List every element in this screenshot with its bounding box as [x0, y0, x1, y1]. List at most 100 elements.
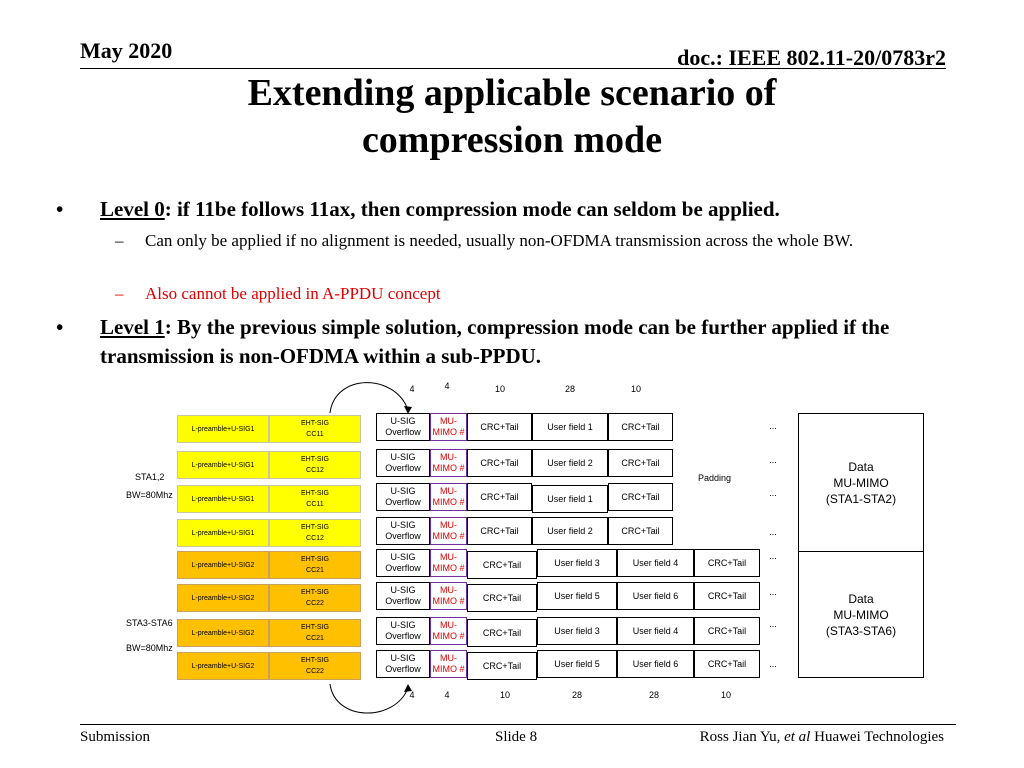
user-field-block: User field 5 — [537, 582, 617, 610]
bottom-num: 28 — [571, 690, 582, 700]
user-field-block: User field 5 — [537, 650, 617, 678]
l-preamble-block: L-preamble+U-SIG2 — [177, 619, 269, 647]
crc-tail-block: CRC+Tail — [694, 549, 760, 577]
user-field-block: User field 3 — [537, 549, 617, 577]
user-field-block: User field 2 — [532, 449, 608, 477]
dash-marker: – — [115, 284, 124, 303]
ellipsis: ... — [769, 619, 777, 629]
title-line-2: compression mode — [361, 119, 663, 161]
top-num: 10 — [494, 384, 505, 394]
crc-tail-block: CRC+Tail — [467, 517, 532, 545]
mu-mimo-block: MU-MIMO # — [430, 650, 467, 678]
footer-author: Ross Jian Yu, et al Huawei Technologies — [699, 729, 944, 745]
bullet-marker: • — [56, 197, 64, 221]
crc-tail-block: CRC+Tail — [467, 619, 537, 647]
top-num: 4 — [409, 384, 415, 394]
usig-overflow-block: U-SIG Overflow — [376, 483, 430, 511]
usig-overflow-block: U-SIG Overflow — [376, 582, 430, 610]
l-preamble-block: L-preamble+U-SIG1 — [177, 415, 269, 443]
bottom-num: 28 — [648, 690, 659, 700]
title-line-1: Extending applicable scenario of — [247, 72, 777, 114]
padding-label: Padding — [698, 473, 732, 483]
mu-mimo-block: MU-MIMO # — [430, 582, 467, 610]
top-num: 28 — [564, 384, 575, 394]
user-field-block: User field 3 — [537, 617, 617, 645]
usig-overflow-block: U-SIG Overflow — [376, 549, 430, 577]
l-preamble-block: L-preamble+U-SIG1 — [177, 451, 269, 479]
user-field-block: User field 2 — [532, 517, 608, 545]
user-field-block: User field 4 — [617, 617, 694, 645]
level0-label: Level 0 — [100, 197, 165, 221]
crc-tail-block: CRC+Tail — [694, 650, 760, 678]
level1-label: Level 1 — [100, 315, 165, 339]
crc-tail-block: CRC+Tail — [467, 551, 537, 579]
mu-mimo-block: MU-MIMO # — [430, 517, 467, 545]
mu-mimo-block: MU-MIMO # — [430, 413, 467, 441]
bullet-marker: • — [56, 315, 64, 339]
user-field-block: User field 4 — [617, 549, 694, 577]
usig-overflow-block: U-SIG Overflow — [376, 413, 430, 441]
bullet-level1: • Level 1: By the previous simple soluti… — [56, 313, 956, 373]
sub-bullet-2-text: Also cannot be applied in A-PPDU concept — [145, 284, 441, 303]
bw2-label: BW=80Mhz — [126, 643, 173, 653]
ellipsis: ... — [769, 551, 777, 561]
mu-mimo-block: MU-MIMO # — [430, 617, 467, 645]
ellipsis: ... — [769, 587, 777, 597]
header-doc-id: doc.: IEEE 802.11-20/0783r2 — [677, 45, 946, 70]
l-preamble-block: L-preamble+U-SIG2 — [177, 584, 269, 612]
crc-tail-block: CRC+Tail — [694, 582, 760, 610]
footer-submission: Submission — [80, 729, 151, 745]
sta12-label: STA1,2 — [135, 472, 165, 482]
header-date: May 2020 — [80, 38, 173, 63]
bottom-num: 10 — [720, 690, 731, 700]
usig-overflow-block: U-SIG Overflow — [376, 650, 430, 678]
top-num: 10 — [630, 384, 641, 394]
usig-overflow-block: U-SIG Overflow — [376, 449, 430, 477]
footer-divider — [80, 724, 956, 725]
user-field-block: User field 1 — [532, 413, 608, 441]
footer-slide-number: Slide 8 — [495, 729, 538, 745]
usig-overflow-block: U-SIG Overflow — [376, 617, 430, 645]
l-preamble-block: L-preamble+U-SIG1 — [177, 519, 269, 547]
l-preamble-block: L-preamble+U-SIG2 — [177, 652, 269, 680]
ellipsis: ... — [769, 421, 777, 431]
crc-tail-block: CRC+Tail — [608, 483, 673, 511]
user-field-block: User field 6 — [617, 582, 694, 610]
user-field-block: User field 1 — [532, 485, 608, 513]
ellipsis: ... — [769, 488, 777, 498]
l-preamble-block: L-preamble+U-SIG1 — [177, 485, 269, 513]
bottom-arrow — [329, 683, 412, 714]
crc-tail-block: CRC+Tail — [467, 483, 532, 511]
level0-text: : if 11be follows 11ax, then compression… — [164, 197, 780, 221]
sta36-label: STA3-STA6 — [126, 618, 173, 628]
crc-tail-block: CRC+Tail — [694, 617, 760, 645]
bottom-num: 10 — [499, 690, 510, 700]
ellipsis: ... — [769, 455, 777, 465]
crc-tail-block: CRC+Tail — [467, 584, 537, 612]
slide-title: Extending applicable scenario of compres… — [0, 70, 1024, 164]
crc-tail-block: CRC+Tail — [467, 449, 532, 477]
crc-tail-block: CRC+Tail — [608, 413, 673, 441]
crc-tail-block: CRC+Tail — [608, 449, 673, 477]
bw1-label: BW=80Mhz — [126, 490, 173, 500]
crc-tail-block: CRC+Tail — [467, 413, 532, 441]
user-field-block: User field 6 — [617, 650, 694, 678]
mu-mimo-block: MU-MIMO # — [430, 483, 467, 511]
usig-overflow-block: U-SIG Overflow — [376, 517, 430, 545]
level1-text: : By the previous simple solution, compr… — [100, 315, 890, 368]
mu-mimo-block: MU-MIMO # — [430, 449, 467, 477]
mu-mimo-block: MU-MIMO # — [430, 549, 467, 577]
dash-marker: – — [115, 231, 124, 250]
top-arrow — [329, 382, 412, 414]
bottom-num: 4 — [409, 690, 415, 700]
top-num: 4 — [444, 381, 450, 391]
